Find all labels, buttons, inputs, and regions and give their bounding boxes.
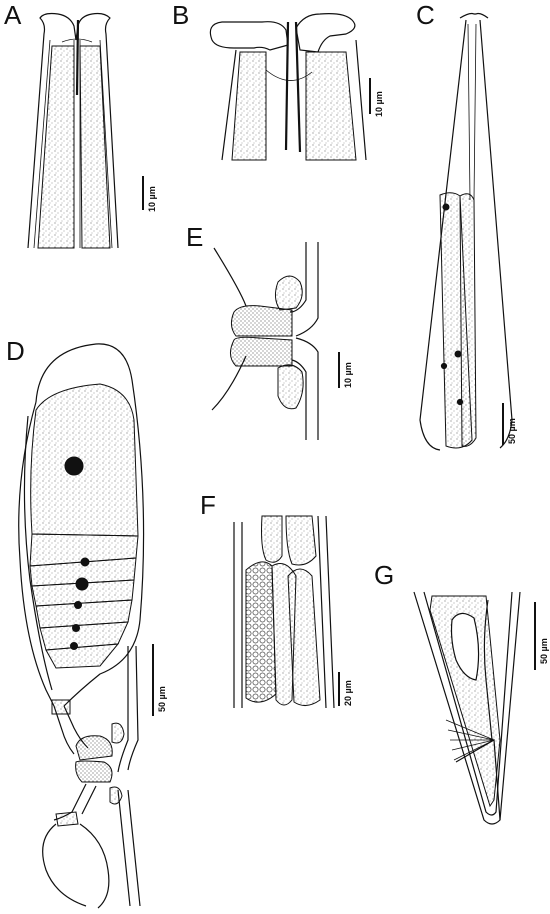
panel-b-scale-bar	[369, 78, 371, 114]
panel-c-scale-bar	[502, 403, 504, 445]
panel-f-scale-bar	[338, 672, 340, 706]
panel-b-scale-label: 10 µm	[374, 91, 384, 117]
panel-d-drawing	[18, 343, 145, 909]
panel-g-letter: G	[374, 560, 395, 590]
panel-d-letter: D	[6, 336, 25, 366]
panel-e-letter: E	[186, 222, 204, 252]
panel-f-letter: F	[200, 490, 216, 520]
panel-g-drawing	[413, 591, 521, 825]
panel-d-scale-label: 50 µm	[157, 686, 167, 712]
panel-c-scale-label: 50 µm	[507, 418, 517, 444]
panel-a-letter: A	[4, 0, 22, 30]
panel-a-scale-label: 10 µm	[147, 186, 157, 212]
panel-a-drawing	[27, 12, 119, 249]
panel-f-drawing	[233, 515, 335, 709]
panel-d-scale-bar	[152, 644, 154, 716]
panel-a-scale-bar	[142, 176, 144, 210]
panel-c-letter: C	[416, 0, 435, 30]
panel-e-scale-label: 10 µm	[343, 362, 353, 388]
panel-e-scale-bar	[338, 352, 340, 388]
panel-e-drawing	[211, 242, 319, 440]
panel-f-scale-label: 20 µm	[343, 680, 353, 706]
panel-g-scale-bar	[534, 602, 536, 670]
panel-c-drawing	[419, 12, 513, 451]
panel-g-scale-label: 50 µm	[539, 638, 549, 664]
panel-b-drawing	[209, 13, 367, 161]
panel-b-letter: B	[172, 0, 190, 30]
